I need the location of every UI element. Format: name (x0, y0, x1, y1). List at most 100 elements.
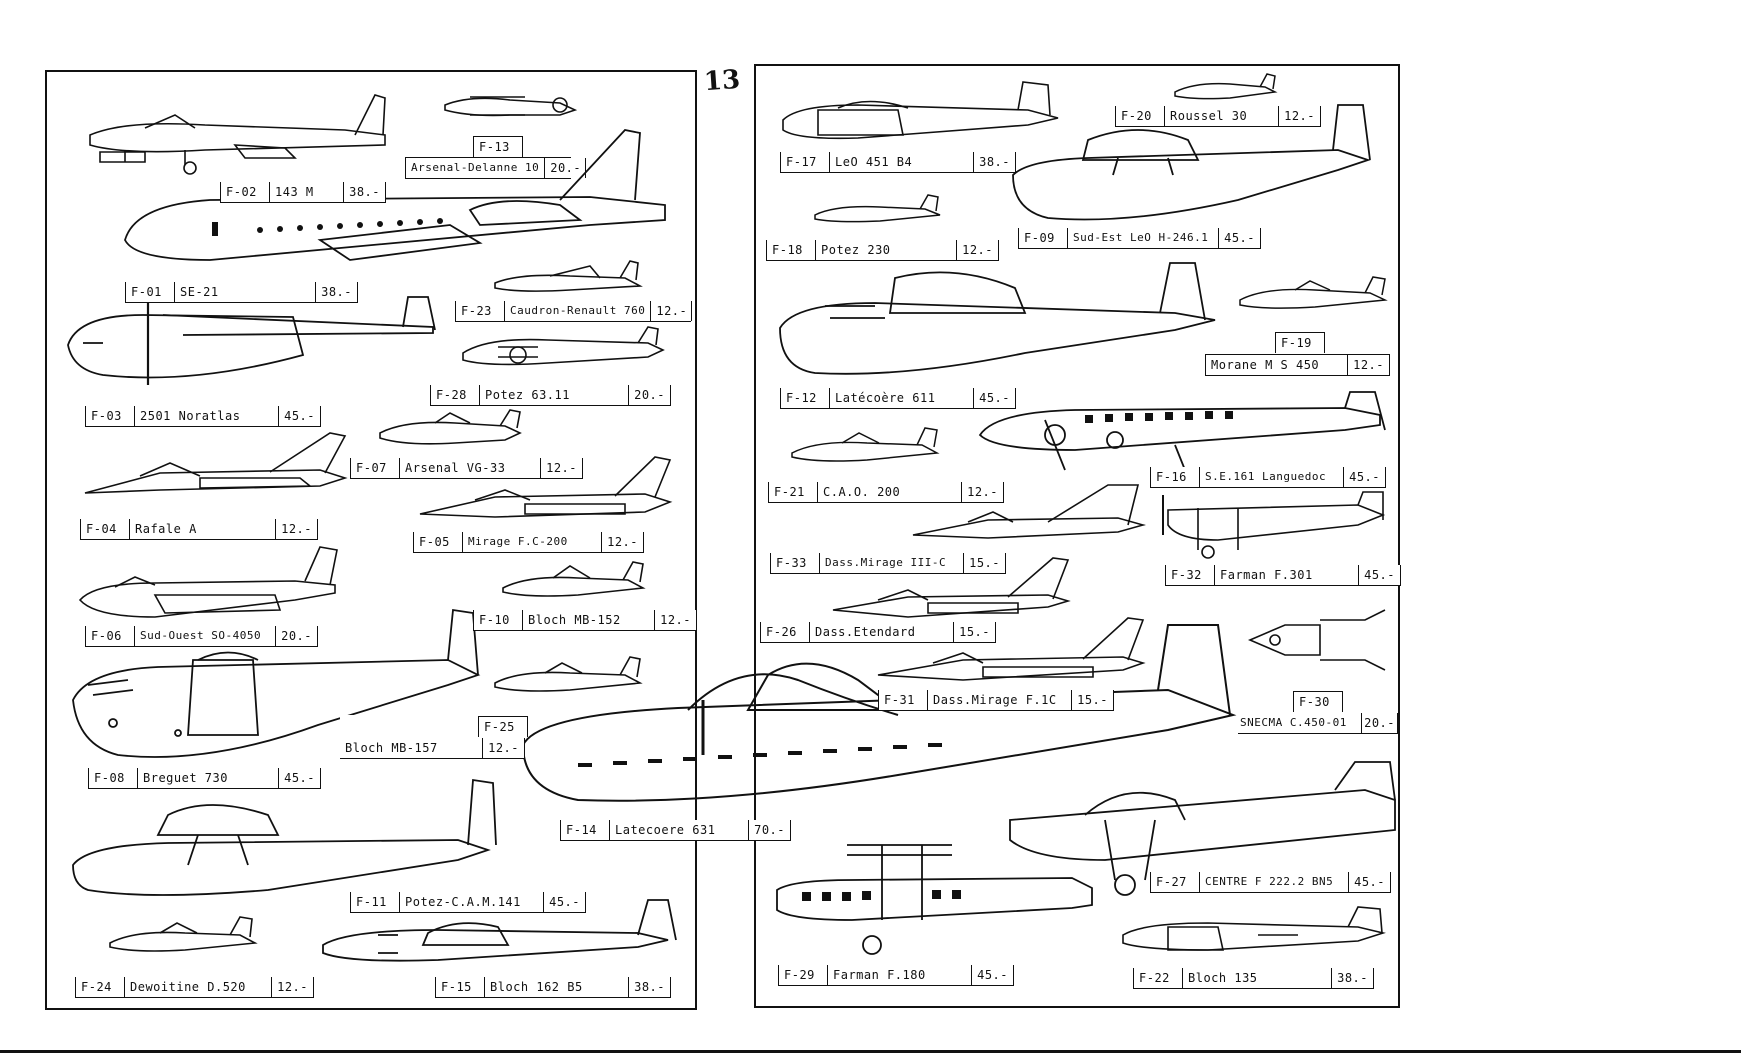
item-price: 45.- (1359, 565, 1401, 585)
latecoere-631-drawing (521, 624, 1237, 802)
catalog-label-f25: F-25 Bloch MB-157 12.- (340, 715, 528, 759)
item-price: 38.- (316, 282, 358, 302)
farman-f301-drawing (1162, 491, 1386, 559)
item-price: 38.- (974, 152, 1016, 172)
item-price: 45.- (1219, 228, 1261, 248)
item-price: 12.- (483, 737, 525, 758)
bloch-152-drawing (502, 561, 646, 597)
item-code: F-29 (779, 965, 828, 985)
so-4050-drawing (78, 546, 338, 618)
catalog-label-f30: F-30 SNECMA C.450-01 20.- (1238, 690, 1398, 734)
item-price: 12.- (957, 240, 999, 260)
item-name: SNECMA C.450-01 (1238, 712, 1363, 733)
noratlas-drawing (67, 296, 436, 385)
item-price: 38.- (629, 977, 671, 997)
breguet-730-drawing (72, 608, 481, 758)
bottom-rule (0, 1050, 1741, 1053)
farman-f180-drawing (776, 844, 1093, 955)
catalog-label-f29: F-29 Farman F.180 45.- (778, 965, 1014, 986)
item-price: 38.- (344, 182, 386, 202)
item-code: F-31 (879, 690, 928, 710)
item-name: Breguet 730 (138, 768, 280, 788)
item-name: Dass.Mirage F.1C (928, 690, 1073, 710)
item-price: 20.- (629, 385, 671, 405)
item-code: F-15 (436, 977, 485, 997)
catalog-label-f32: F-32 Farman F.301 45.- (1165, 565, 1401, 586)
latecoere-611-drawing (779, 262, 1216, 375)
item-code: F-17 (781, 152, 830, 172)
item-code: F-09 (1019, 228, 1068, 248)
item-code: F-14 (561, 820, 610, 840)
mirage-f1c-drawing (877, 617, 1146, 681)
item-name: SE-21 (175, 282, 317, 302)
item-price: 38.- (1332, 968, 1374, 988)
item-code: F-20 (1116, 106, 1165, 126)
catalog-label-f14: F-14 Latecoere 631 70.- (560, 820, 791, 841)
item-price: 12.- (651, 301, 693, 321)
catalog-label-f26: F-26 Dass.Etendard 15.- (760, 622, 996, 643)
item-name: Sud-Ouest SO-4050 (135, 626, 277, 646)
item-name: Sud-Est LeO H-246.1 (1068, 228, 1220, 248)
item-code: F-24 (76, 977, 125, 997)
item-name: Bloch MB-152 (523, 610, 656, 630)
item-price: 20.- (276, 626, 318, 646)
catalog-label-f17: F-17 LeO 451 B4 38.- (780, 152, 1016, 173)
catalog-label-f11: F-11 Potez-C.A.M.141 45.- (350, 892, 586, 913)
item-price: 20.- (1362, 712, 1398, 733)
item-code: F-32 (1166, 565, 1215, 585)
catalog-label-f19: F-19 Morane M S 450 12.- (1205, 332, 1390, 376)
item-name: Dass.Etendard (810, 622, 955, 642)
item-name: Arsenal-Delanne 10 (406, 158, 546, 178)
bloch-135-drawing (1122, 906, 1386, 951)
item-code: F-13 (473, 136, 523, 157)
catalog-label-f07: F-07 Arsenal VG-33 12.- (350, 458, 583, 479)
item-name: Mirage F.C-200 (463, 532, 603, 552)
page-number: 13 (702, 64, 742, 98)
item-name: Potez 63.11 (480, 385, 630, 405)
item-code: F-33 (771, 553, 820, 573)
morane-ms450-drawing (1239, 276, 1388, 309)
item-name: Morane M S 450 (1206, 354, 1349, 375)
item-price: 45.- (1344, 467, 1386, 487)
leo-h246-drawing (1012, 104, 1371, 221)
item-name: Bloch 135 (1183, 968, 1333, 988)
bloch-157-drawing (494, 656, 643, 692)
item-price: 15.- (954, 622, 996, 642)
item-price: 12.- (655, 610, 697, 630)
item-name: Bloch MB-157 (340, 737, 484, 758)
item-code: F-28 (431, 385, 480, 405)
item-code: F-18 (767, 240, 816, 260)
rafale-drawing (84, 432, 348, 494)
catalog-label-f02: F-02 143 M 38.- (220, 182, 386, 203)
catalog-label-f06: F-06 Sud-Ouest SO-4050 20.- (85, 626, 318, 647)
arsenal-vg33-drawing (379, 409, 522, 445)
item-name: CENTRE F 222.2 BN5 (1200, 872, 1350, 892)
item-name: Arsenal VG-33 (400, 458, 542, 478)
item-code: F-12 (781, 388, 830, 408)
item-code: F-02 (221, 182, 270, 202)
item-code: F-22 (1134, 968, 1183, 988)
caudron-renault-drawing (494, 260, 643, 292)
catalog-label-f13: F-13 Arsenal-Delanne 10 20.- (405, 136, 587, 179)
catalog-label-f08: F-08 Breguet 730 45.- (88, 768, 321, 789)
item-code: F-10 (474, 610, 523, 630)
catalog-label-f05: F-05 Mirage F.C-200 12.- (413, 532, 644, 553)
catalog-label-f16: F-16 S.E.161 Languedoc 45.- (1150, 467, 1386, 488)
item-code: F-19 (1275, 332, 1325, 354)
item-name: LeO 451 B4 (830, 152, 975, 172)
item-price: 45.- (279, 768, 321, 788)
potez-63-drawing (462, 326, 665, 366)
catalog-label-f09: F-09 Sud-Est LeO H-246.1 45.- (1018, 228, 1261, 249)
item-price: 45.- (279, 406, 321, 426)
item-name: 143 M (270, 182, 345, 202)
item-name: Rafale A (130, 519, 277, 539)
item-code: F-27 (1151, 872, 1200, 892)
catalog-label-f21: F-21 C.A.O. 200 12.- (768, 482, 1004, 503)
item-price: 20.- (545, 158, 587, 178)
item-code: F-08 (89, 768, 138, 788)
item-price: 12.- (1348, 354, 1390, 375)
item-price: 45.- (974, 388, 1016, 408)
item-code: F-26 (761, 622, 810, 642)
item-price: 15.- (964, 553, 1006, 573)
